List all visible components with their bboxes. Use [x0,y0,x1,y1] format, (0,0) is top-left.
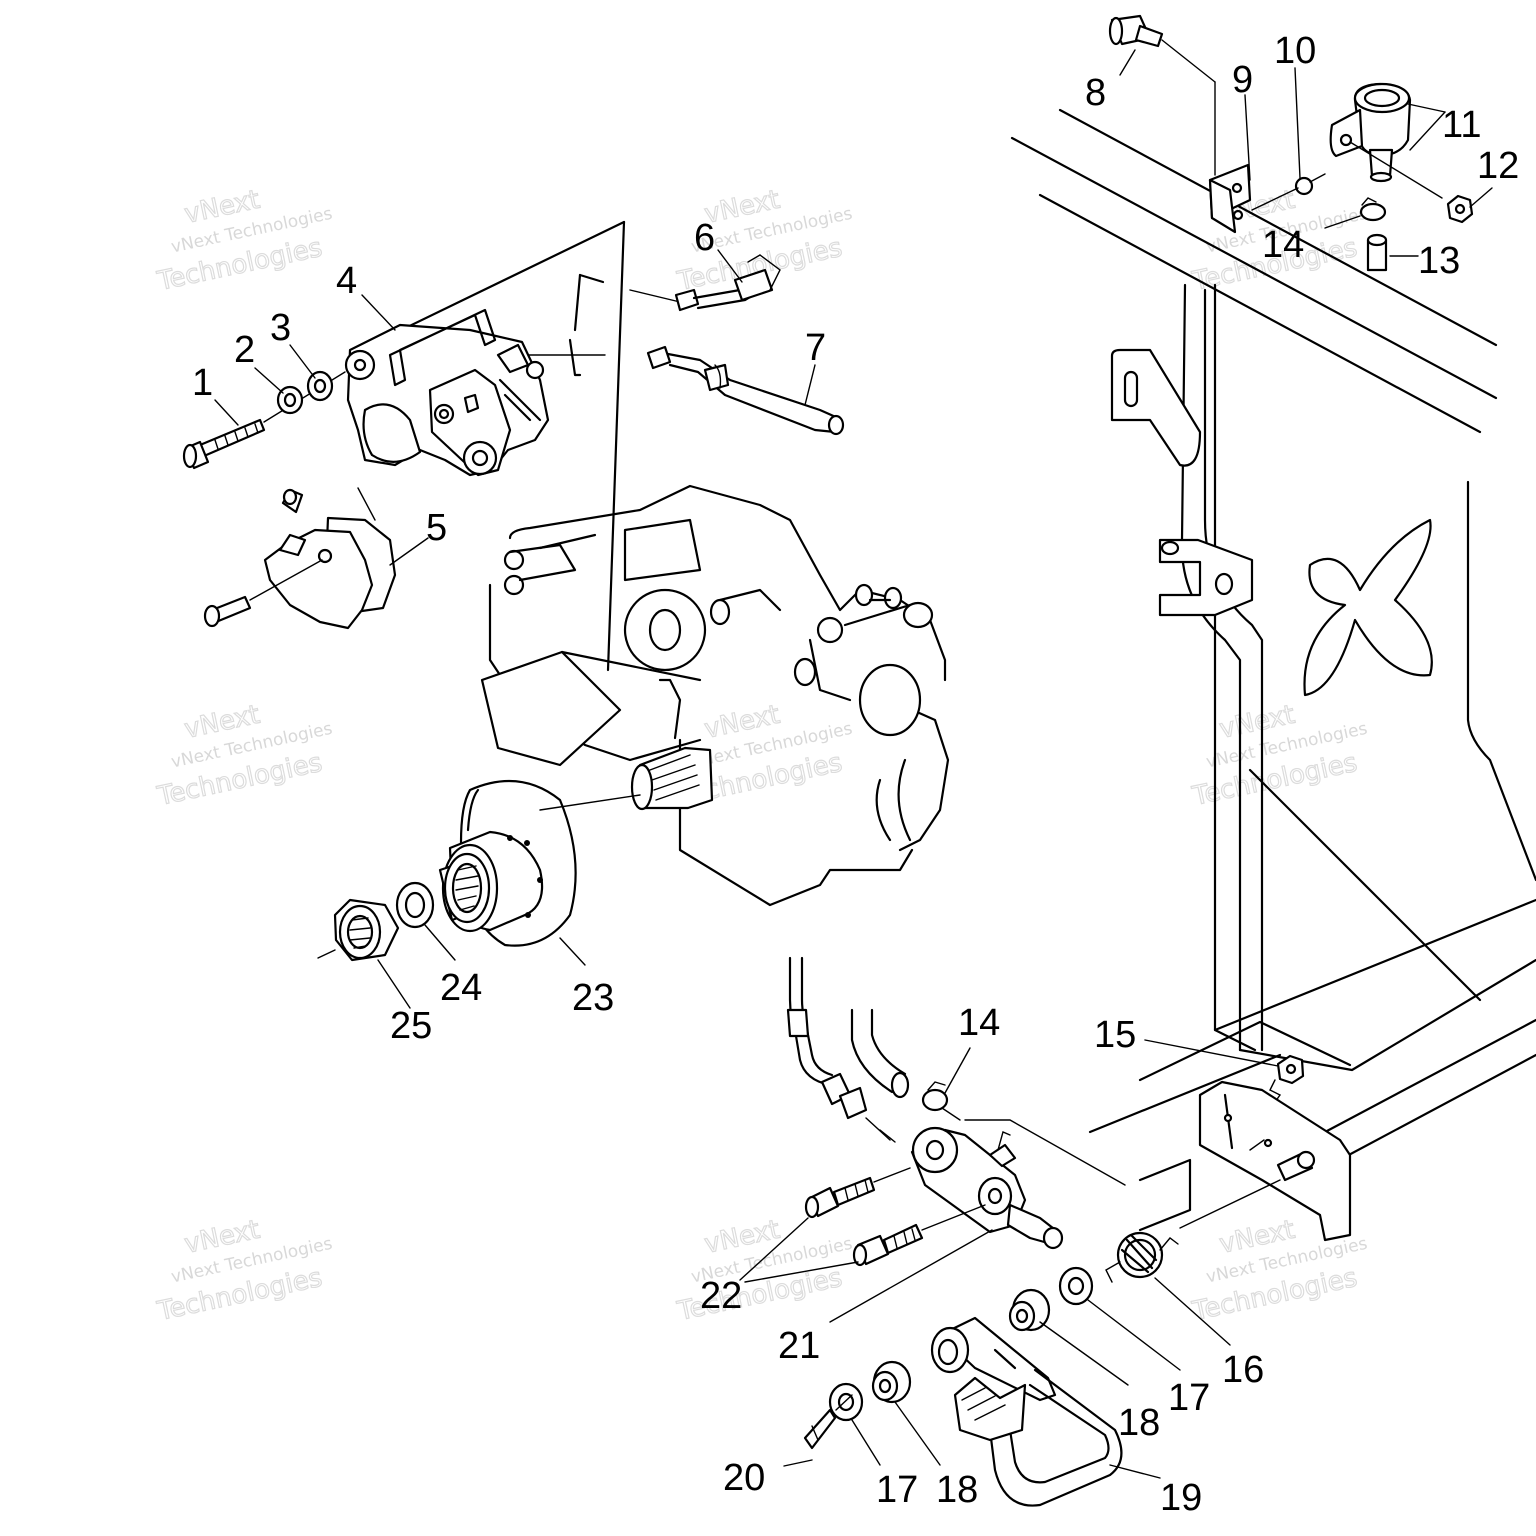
part-7-brake-hose [646,345,845,436]
part-11-reservoir [1329,82,1443,199]
part-5-brake-pads [203,487,397,630]
callout-13: 13 [1418,240,1460,282]
watermark: vNext vNext Technologies Technologies [154,1214,335,1328]
watermark: vNext vNext Technologies Technologies [674,1214,855,1328]
pedal-bracket [1179,1080,1352,1242]
callout-20: 20 [723,1457,765,1499]
watermark: vNext vNext Technologies Technologies [1189,699,1370,813]
part-4-brake-caliper [344,308,606,477]
callout-2: 2 [234,329,255,371]
callout-16: 16 [1222,1349,1264,1391]
callout-10: 10 [1274,30,1316,72]
callout-labels: 1 2 3 4 5 6 7 8 9 10 11 12 13 14 14 15 1… [192,30,1519,1519]
part-13-hose [1366,233,1388,272]
part-16-spring [1105,1231,1179,1283]
watermark: vNext vNext Technologies Technologies [154,184,335,298]
vehicle-frame [1010,108,1536,1232]
part-12-nut [1446,194,1474,224]
callout-22: 22 [700,1275,742,1317]
part-9-bracket [1208,163,1252,234]
callout-18-lower: 18 [936,1469,978,1511]
callout-21: 21 [778,1325,820,1367]
part-14-clamp-upper [1324,197,1387,229]
callout-8: 8 [1085,72,1106,114]
part-24-washer [395,881,435,929]
callout-24: 24 [440,967,482,1009]
callout-11: 11 [1442,104,1481,146]
vent-tube [850,1008,910,1099]
part-17-washer-upper [1058,1266,1094,1306]
part-17-washer-lower [828,1382,864,1422]
callout-17-lower: 17 [876,1469,918,1511]
part-15-nut [1269,1054,1305,1103]
part-22-bolt-upper [804,1167,911,1219]
part-20-cotter-pin [803,1394,853,1450]
callout-7: 7 [805,327,826,369]
callout-18-upper: 18 [1118,1402,1160,1444]
part-14-clamp-lower [921,1081,961,1121]
part-18-bushing-lower [871,1360,912,1404]
callout-25: 25 [390,1005,432,1047]
engine-transaxle [480,484,950,907]
callout-3: 3 [270,307,291,349]
callout-17-upper: 17 [1168,1377,1210,1419]
callout-15: 15 [1094,1014,1136,1056]
callout-6: 6 [694,217,715,259]
part-18-bushing-upper [1008,1288,1051,1332]
callout-1: 1 [192,362,213,404]
leader-lines [214,49,1493,1479]
callout-9: 9 [1232,59,1253,101]
part-10-washer [1251,173,1326,211]
callout-23: 23 [572,977,614,1019]
part-8-bolt [1108,14,1216,176]
part-21-master-cylinder [879,1119,1126,1250]
watermark-group: vNext vNext Technologies Technologies vN… [154,184,1370,1328]
watermark: vNext vNext Technologies Technologies [154,699,335,813]
part-1-bolt [182,371,346,470]
callout-12: 12 [1477,145,1519,187]
part-3-washer [306,370,334,402]
part-25-nut [317,898,400,962]
part-19-brake-pedal [930,1316,1123,1507]
part-22-bolt-lower [852,1204,986,1267]
callout-14-upper: 14 [1262,224,1304,266]
part-6-brake-line [629,254,781,312]
callout-5: 5 [426,507,447,549]
part-23-brake-disc [438,780,641,947]
part-2-lock-washer [276,385,304,415]
callout-19: 19 [1160,1477,1202,1519]
lower-brake-line [786,956,891,1141]
callout-4: 4 [336,260,357,302]
callout-14-lower: 14 [958,1002,1000,1044]
